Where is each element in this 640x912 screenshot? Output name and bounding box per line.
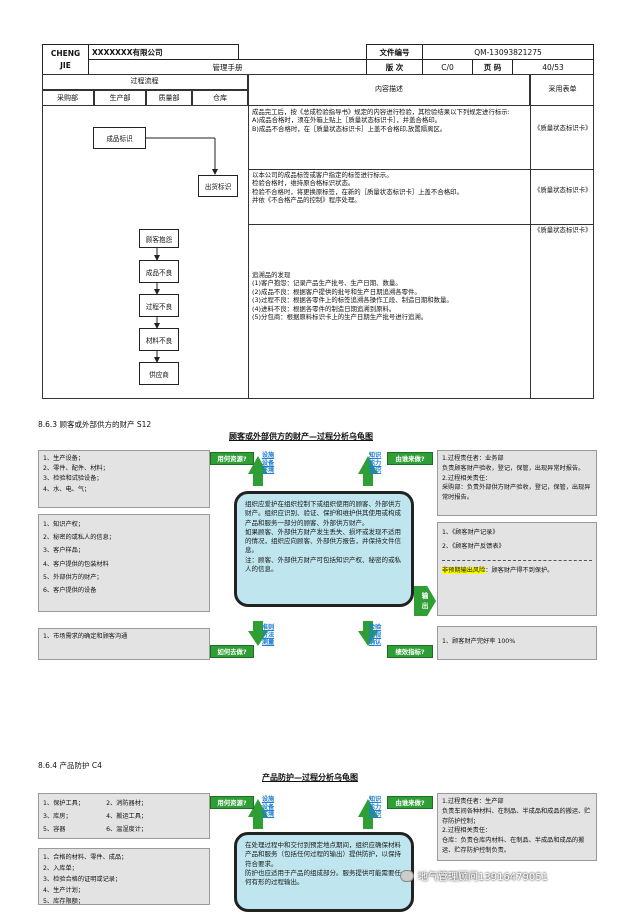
doc-no: QM-13093821275: [422, 44, 594, 60]
s12-inputs-box: 1、知识产权； 2、秘密的或私人的信息； 3、客户样品； 4、客户提供的包装材料…: [38, 514, 210, 612]
version-label: 版 次: [366, 59, 423, 75]
c4-resources-col1: 1、保护工具； 3、库房； 5、容器: [43, 800, 85, 833]
c4-title: 产品防护—过程分析乌龟图: [262, 773, 358, 782]
row1-content: 成品完工后，按《总成检验指导书》规定的内容进行检验，其检验结果以下列规定进行标示…: [252, 108, 510, 133]
c4-q-who: 由谁来做?: [387, 796, 433, 809]
s12-how-items: 准则 方法 测量: [261, 624, 275, 646]
content-header: 内容描述: [248, 74, 530, 106]
manual-title: 管理手册: [88, 59, 367, 75]
flow-shipping-tag: 出货标识: [198, 175, 238, 197]
company-name: XXXXXXX有限公司: [88, 44, 239, 60]
s12-kpi-items: 检验 监视 确认: [368, 624, 382, 646]
flow-process-defect: 过程不良: [139, 294, 179, 317]
row3-content: 追溯品的发现 (1)客户抱怨：记录产品生产批号、生产日期、数量。 (2)成品不良…: [252, 271, 453, 322]
row2-content: 以本公司的成品标签或客户指定的标签进行标示。 检验合格时，维持原合格标识状态。 …: [252, 171, 463, 205]
s12-who-items: 知识 能力 意识: [368, 452, 382, 474]
wechat-icon: [400, 869, 414, 882]
flow-material-defect: 材料不良: [139, 328, 179, 351]
c4-q-resources: 用何资源?: [210, 796, 254, 809]
s12-q-who: 由谁来做?: [387, 452, 433, 465]
s12-arrows: [248, 456, 378, 646]
c4-who-items: 知识 能力 意识: [368, 796, 382, 818]
page-label: 页 码: [472, 59, 513, 75]
s12-risk-label: 非预期输出风险: [442, 567, 486, 574]
s12-resources-items: 设施 设备 环境: [261, 452, 275, 474]
s12-q-kpi: 绩效指标?: [387, 645, 433, 658]
flow-complaint: 顾客抱怨: [139, 229, 179, 248]
section-c4: 8.6.4 产品防护 C4: [38, 761, 102, 770]
c4-resources-box: 1、保护工具； 3、库房； 5、容器 2、消防器材； 4、搬运工具； 6、温湿度…: [38, 793, 210, 839]
s12-q-resources: 用何资源?: [210, 452, 254, 465]
flow-supplier: 供应商: [139, 362, 179, 385]
s12-risk-text: ：顾客财产得不到保护。: [485, 567, 554, 574]
s12-q-how: 如何去做?: [210, 645, 254, 658]
col-purchasing: 采购部: [42, 90, 94, 106]
s12-kpi-box: 1、顾客财产完好率 100%: [437, 626, 597, 660]
c4-resources-col2: 2、消防器材； 4、搬运工具； 6、温湿度计；: [106, 800, 148, 833]
s12-output-arrow: 输 出: [414, 586, 436, 616]
c4-arrows: [248, 799, 378, 829]
col-production: 生产部: [94, 90, 146, 106]
col-quality: 质量部: [146, 90, 192, 106]
flow-defect: 成品不良: [139, 260, 179, 283]
version: C/0: [422, 59, 473, 75]
form-header: 采用表单: [530, 74, 594, 106]
process-flow-header: 过程流程: [42, 74, 248, 90]
c4-who-box: 1.过程责任者：生产部 负责车间各种材料、在制品、半成品和成品的搬运、贮存防护控…: [437, 793, 597, 861]
s12-output-docs: 1、《顾客财产记录》 2、《顾客财产反馈表》: [442, 529, 505, 550]
s12-risk: 非预期输出风险：顾客财产得不到保护。: [442, 565, 592, 576]
s12-who-box: 1.过程责任者：业务部 负责顾客财产验收，登记，保管，出现异常时报告。 2.过程…: [437, 450, 597, 516]
section-s12: 8.6.3 顾客或外部供方的财产 S12: [38, 420, 152, 429]
row2-form: 《质量状态标识卡》: [534, 186, 592, 194]
s12-method-box: 1、市场需求的确定和顾客沟通: [38, 628, 210, 660]
page-number: 40/53: [512, 59, 594, 75]
s12-output-box: 1、《顾客财产记录》 2、《顾客财产反馈表》 非预期输出风险：顾客财产得不到保护…: [437, 522, 597, 616]
doc-no-label: 文件编号: [366, 44, 423, 60]
col-warehouse: 仓库: [192, 90, 248, 106]
row3-form: 《质量状态标识卡》: [534, 226, 592, 234]
c4-center-process: 在处理过程中和交付到预定地点期间，组织应确保材料产品和服务（包括任何过程的输出）…: [234, 832, 414, 912]
c4-inputs-box: 1、合格的材料、零件、成品； 2、入库单； 3、检验合格的证明或记录； 4、生产…: [38, 848, 210, 905]
row1-form: 《质量状态标识卡》: [534, 124, 592, 132]
s12-center-process: 组织应爱护在组织控制下或组织使用的顾客、外部供方财产。组织应识别、验证、保护和维…: [234, 491, 414, 607]
process-table: [42, 74, 594, 399]
s12-resources-box: 1、生产设备； 2、零件、配件、材料； 3、检验和试验设备； 4、水、电、气；: [38, 450, 210, 508]
flow-product-tag: 成品标识: [93, 127, 146, 149]
watermark: 地气管理顾问13916479051: [400, 868, 548, 883]
flow-connectors: [146, 137, 218, 363]
s12-title: 顾客或外部供方的财产—过程分析乌龟图: [229, 432, 373, 441]
c4-resources-items: 设施 设备 环境: [261, 796, 275, 818]
